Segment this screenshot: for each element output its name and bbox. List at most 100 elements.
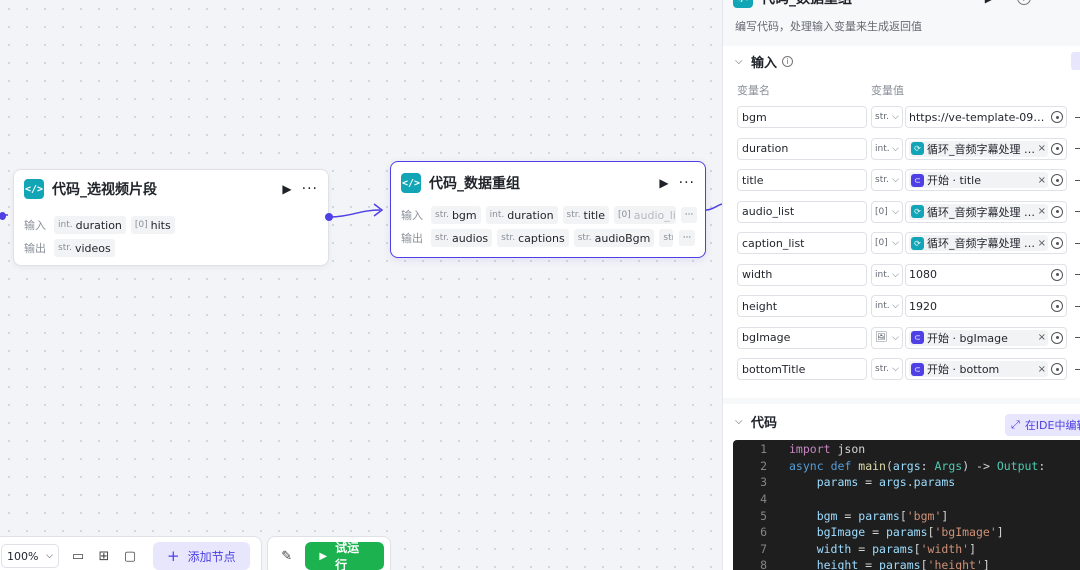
- chevron-down-icon[interactable]: ⌵: [735, 55, 743, 67]
- variable-type-select[interactable]: str.⌵: [871, 106, 903, 128]
- clear-icon[interactable]: ×: [1037, 174, 1046, 186]
- type-label: int.: [875, 143, 890, 154]
- variable-name-field[interactable]: duration: [737, 137, 867, 160]
- variable-name-field[interactable]: bgImage: [737, 326, 867, 349]
- reference-chip[interactable]: ⊂开始 · title×: [909, 172, 1048, 188]
- remove-row-icon[interactable]: [1075, 242, 1080, 244]
- canvas-toolbar: 100% ⌵ ▭ ⊞ ▢ + 添加节点: [0, 536, 262, 570]
- variable-name-field[interactable]: title: [737, 169, 867, 191]
- variable-picker-icon[interactable]: [1051, 363, 1063, 375]
- variable-picker-icon[interactable]: [1051, 300, 1063, 312]
- variable-picker-icon[interactable]: [1051, 331, 1063, 344]
- test-run-button[interactable]: ▶ 试运行: [305, 541, 384, 570]
- edge-node1-to-node2: [328, 209, 381, 218]
- variable-name-field[interactable]: audio_list: [737, 200, 867, 223]
- chevron-down-icon[interactable]: ⌵: [735, 415, 743, 427]
- variable-type-select[interactable]: [0]⌵: [871, 200, 903, 223]
- remove-row-icon[interactable]: [1075, 368, 1080, 370]
- variable-name-field[interactable]: caption_list: [737, 232, 867, 254]
- line-number: 8: [760, 558, 767, 570]
- run-node-icon[interactable]: ▶: [659, 176, 669, 190]
- edit-in-ide-button[interactable]: ⤢ 在IDE中编辑: [1005, 414, 1080, 436]
- clear-icon[interactable]: ×: [1037, 237, 1046, 249]
- remove-row-icon[interactable]: [1075, 116, 1080, 118]
- variable-picker-icon[interactable]: [1051, 237, 1063, 249]
- variable-picker-icon[interactable]: [1051, 111, 1063, 123]
- variable-name-field[interactable]: height: [737, 295, 867, 317]
- variable-name-field[interactable]: bgm: [737, 106, 867, 128]
- run-node-icon[interactable]: ▶: [282, 182, 292, 196]
- expand-icon: ⤢: [1011, 418, 1020, 431]
- reference-chip[interactable]: ⊂开始 · bgImage×: [909, 329, 1048, 346]
- reference-value: 循环_音频字幕处理 · a···: [927, 205, 1036, 219]
- input-param-title: str.title: [562, 206, 610, 224]
- type-label: str.: [875, 175, 889, 185]
- variable-value-field[interactable]: https://ve-template-092···: [905, 106, 1067, 128]
- info-icon[interactable]: i: [782, 55, 794, 67]
- clear-icon[interactable]: ×: [1037, 143, 1046, 154]
- variable-name-field[interactable]: bottomTitle: [737, 358, 867, 380]
- variable-type-select[interactable]: str.⌵: [871, 169, 903, 191]
- variable-picker-icon[interactable]: [1051, 174, 1063, 186]
- input-section-title: 输入: [751, 55, 778, 71]
- variable-type-select[interactable]: int.⌵: [871, 263, 903, 286]
- variable-name-field[interactable]: width: [737, 263, 867, 286]
- remove-row-icon[interactable]: [1075, 274, 1080, 275]
- variable-picker-icon[interactable]: [1051, 205, 1063, 218]
- reference-chip[interactable]: ⊂开始 · bottom×: [909, 361, 1048, 377]
- debug-tool-icon[interactable]: ✎: [281, 548, 293, 564]
- layout-icon[interactable]: ⊞: [98, 548, 110, 564]
- variable-type-select[interactable]: int.⌵: [871, 295, 903, 317]
- reference-chip[interactable]: ⟳循环_音频字幕处理 · p···×: [909, 140, 1048, 157]
- node-data-regroup[interactable]: </> 代码_数据重组 ▶ ··· 输入 str.bgm int.duratio…: [390, 161, 706, 258]
- add-node-button[interactable]: + 添加节点: [153, 542, 250, 570]
- variable-value-field[interactable]: ⟳循环_音频字幕处理 · p···×: [905, 137, 1067, 160]
- clear-icon[interactable]: ×: [1037, 332, 1046, 343]
- variable-type-select[interactable]: int.⌵: [871, 137, 903, 160]
- run-node-icon[interactable]: ▶: [985, 0, 994, 5]
- help-icon[interactable]: ?: [1017, 0, 1031, 5]
- node1-output-port[interactable]: [325, 213, 333, 221]
- more-options-icon[interactable]: ···: [678, 175, 695, 191]
- minimap-icon[interactable]: ▢: [123, 548, 137, 564]
- zoom-select[interactable]: 100% ⌵: [1, 544, 59, 568]
- variable-value-field[interactable]: ⊂开始 · title×: [905, 169, 1067, 191]
- variable-value-field[interactable]: 1080: [905, 263, 1067, 286]
- node-select-clips[interactable]: </> 代码_选视频片段 ▶ ··· 输入 int.duration [0]hi…: [13, 169, 329, 266]
- variable-value-field[interactable]: ⟳循环_音频字幕处理 · c···×: [905, 232, 1067, 254]
- remove-row-icon[interactable]: [1075, 179, 1080, 181]
- remove-row-icon[interactable]: [1075, 148, 1080, 149]
- type-label: str.: [875, 364, 889, 374]
- remove-row-icon[interactable]: [1075, 211, 1080, 212]
- comment-icon[interactable]: ▭: [71, 548, 85, 564]
- variable-value-field[interactable]: 1920: [905, 295, 1067, 317]
- variable-picker-icon[interactable]: [1051, 142, 1063, 155]
- variable-type-select[interactable]: str.⌵: [871, 358, 903, 380]
- more-inputs-icon[interactable]: ···: [681, 207, 698, 223]
- panel-description: 编写代码，处理输入变量来生成返回值: [735, 20, 922, 33]
- variable-value-field[interactable]: ⊂开始 · bottom×: [905, 358, 1067, 380]
- code-icon: </>: [733, 0, 753, 8]
- code-text: bgm = params['bgm']: [816, 508, 949, 523]
- variable-type-select[interactable]: [0]⌵: [871, 232, 903, 254]
- code-text: import json: [789, 442, 866, 457]
- clear-icon[interactable]: ×: [1037, 363, 1046, 375]
- panel-title: 代码_数据重组: [761, 0, 852, 8]
- add-input-button[interactable]: [1071, 52, 1080, 70]
- more-outputs-icon[interactable]: ···: [679, 230, 695, 246]
- variable-value-field[interactable]: ⟳循环_音频字幕处理 · a···×: [905, 200, 1067, 223]
- variable-type-select[interactable]: 🖼⌵: [871, 326, 903, 349]
- start-node-icon: ⊂: [911, 173, 924, 187]
- clear-icon[interactable]: ×: [1037, 206, 1046, 217]
- more-options-icon[interactable]: ···: [301, 181, 318, 197]
- reference-chip[interactable]: ⟳循环_音频字幕处理 · c···×: [909, 235, 1048, 251]
- col-head-value: 变量值: [871, 84, 904, 97]
- node1-input-port[interactable]: [0, 212, 6, 220]
- remove-row-icon[interactable]: [1075, 337, 1080, 338]
- variable-value-field[interactable]: ⊂开始 · bgImage×: [905, 326, 1067, 349]
- remove-row-icon[interactable]: [1075, 305, 1080, 307]
- variable-picker-icon[interactable]: [1051, 268, 1063, 281]
- reference-chip[interactable]: ⟳循环_音频字幕处理 · a···×: [909, 203, 1048, 220]
- code-text: height = params['height']: [816, 558, 990, 570]
